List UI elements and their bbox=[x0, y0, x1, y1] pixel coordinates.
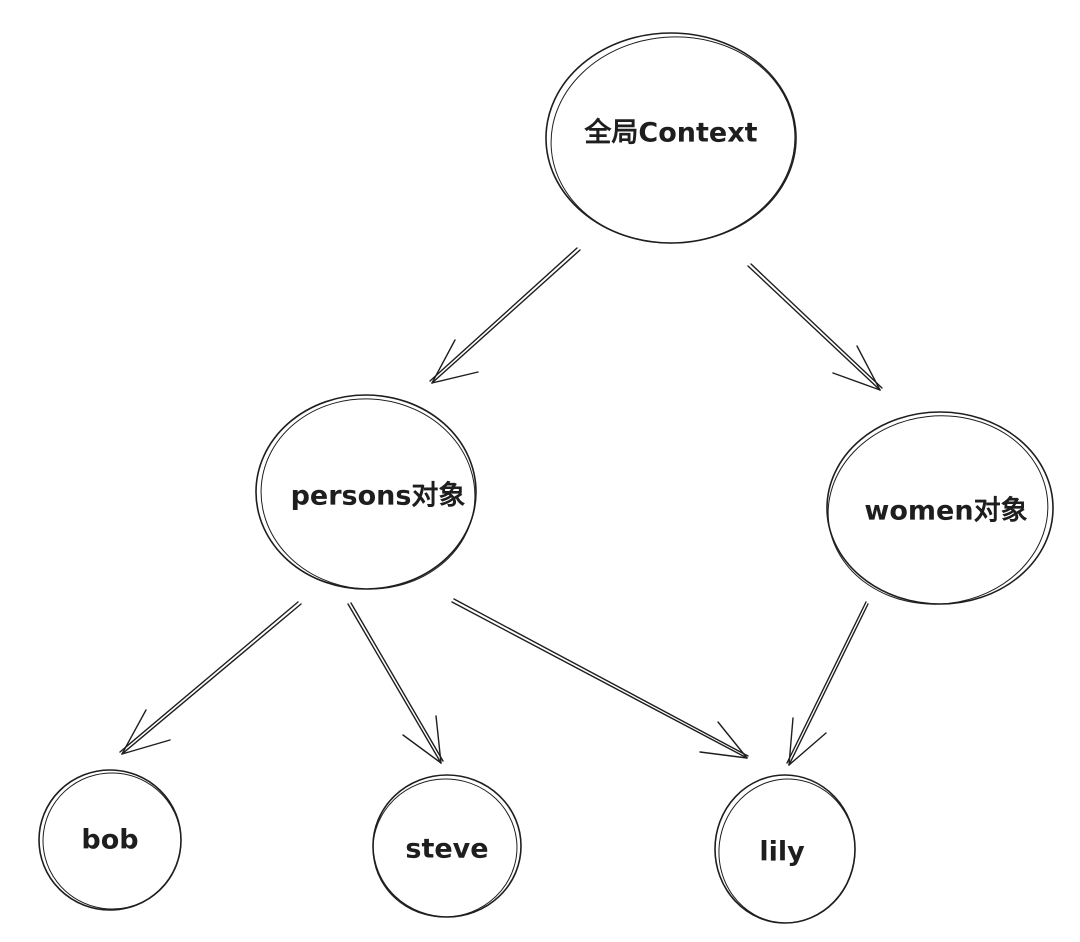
edges bbox=[119, 247, 883, 766]
edge-global-to-women bbox=[747, 263, 883, 391]
node-steve: steve bbox=[372, 774, 522, 918]
edge-global-to-persons bbox=[429, 247, 581, 384]
nodes: 全局Context persons对象 women对象 bob steve li… bbox=[38, 32, 1054, 924]
node-persons: persons对象 bbox=[255, 394, 477, 590]
node-label-steve: steve bbox=[405, 834, 488, 865]
edge-women-to-lily bbox=[786, 601, 869, 766]
node-women: women对象 bbox=[826, 411, 1054, 605]
node-lily: lily bbox=[714, 774, 856, 924]
node-label-persons: persons对象 bbox=[291, 480, 466, 512]
node-label-women: women对象 bbox=[864, 495, 1027, 527]
node-global-context: 全局Context bbox=[545, 32, 797, 244]
edge-persons-to-bob bbox=[119, 601, 302, 755]
edge-persons-to-lily bbox=[451, 598, 749, 759]
node-label-bob: bob bbox=[81, 825, 138, 856]
edge-persons-to-steve bbox=[347, 602, 444, 764]
node-label-lily: lily bbox=[759, 837, 805, 868]
node-label-global-context: 全局Context bbox=[583, 117, 757, 149]
node-bob: bob bbox=[38, 769, 182, 911]
